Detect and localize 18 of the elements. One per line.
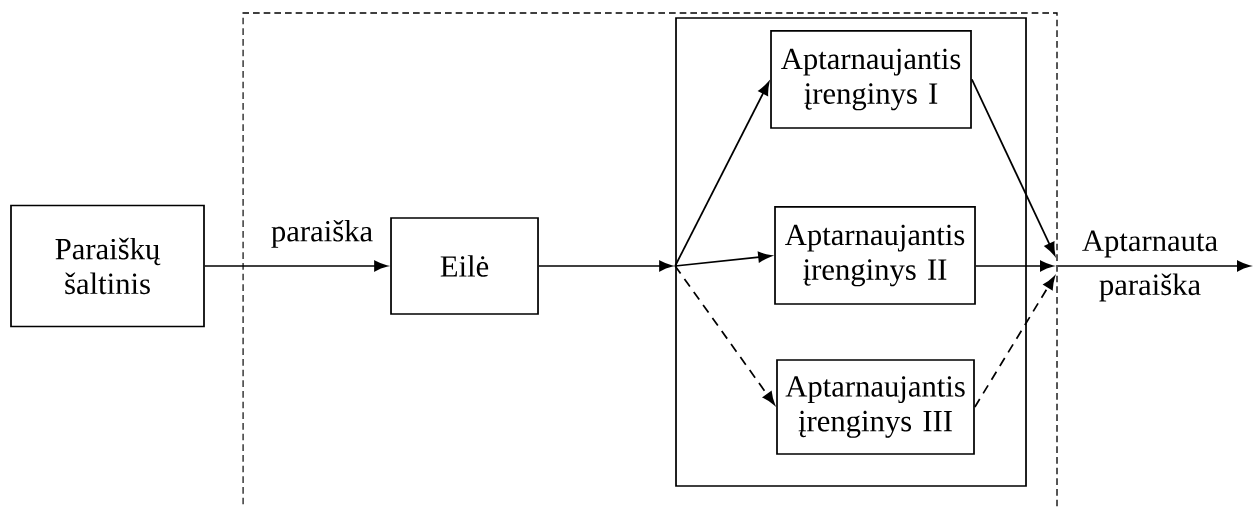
arrow: [674, 81, 770, 267]
arrow: [971, 78, 1056, 256]
group-box: [675, 17, 1027, 487]
system-boundary: [242, 12, 1058, 508]
arrow: [1057, 260, 1251, 272]
process-box: Aptarnaujantis įrenginys I: [770, 30, 972, 129]
process-box: Paraiškų šaltinis: [10, 204, 205, 328]
arrow: [674, 265, 775, 405]
arrow: [204, 260, 388, 272]
process-box: Aptarnaujantis įrenginys III: [776, 359, 975, 455]
arrow: [674, 251, 772, 267]
arrow: [538, 260, 673, 272]
edge-label: paraiška: [269, 218, 375, 250]
edge-label: Aptarnauta paraiška: [1082, 230, 1218, 302]
process-box: Eilė: [390, 217, 539, 315]
process-box: Aptarnaujantis įrenginys II: [774, 206, 976, 305]
arrow: [974, 276, 1055, 408]
arrow: [975, 260, 1054, 272]
